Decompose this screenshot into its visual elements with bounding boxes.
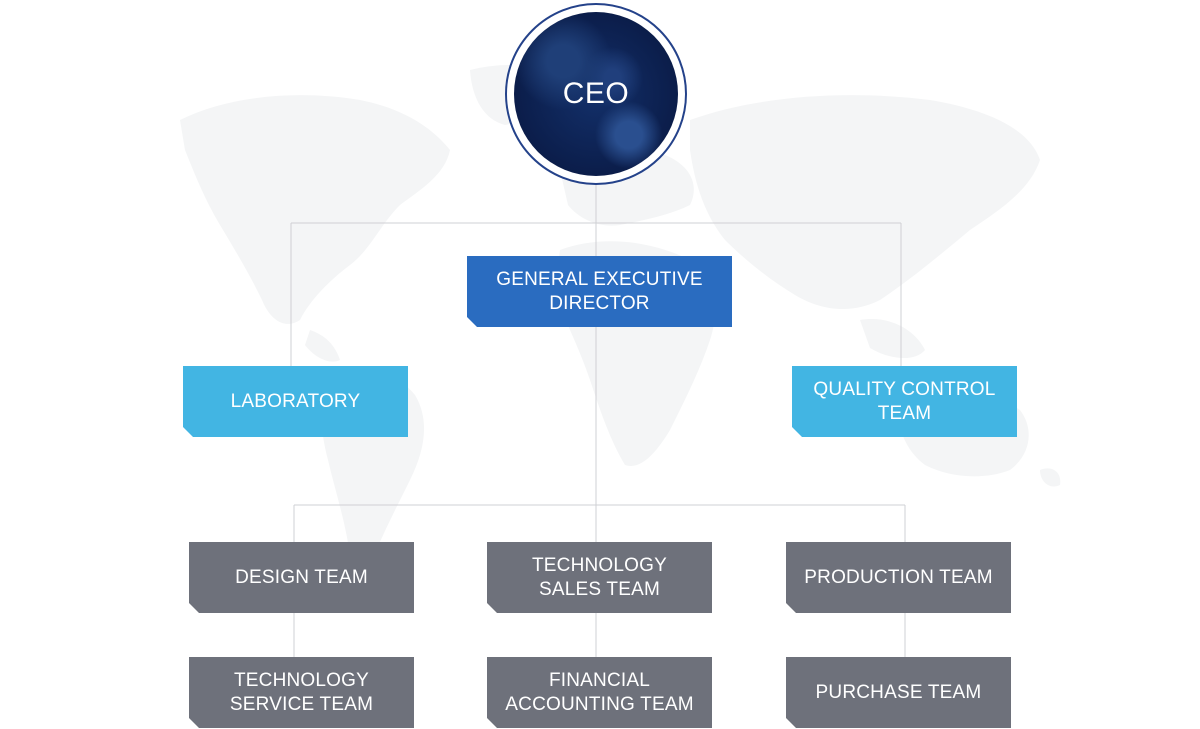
general-director-line1: GENERAL EXECUTIVE [496, 268, 703, 290]
financial-accounting-line1: FINANCIAL [548, 669, 651, 691]
quality-control-team-node: QUALITY CONTROL TEAM [792, 366, 1017, 437]
financial-accounting-line2: ACCOUNTING TEAM [505, 693, 694, 715]
technology-service-line2: SERVICE TEAM [229, 693, 374, 715]
purchase-team-node: PURCHASE TEAM [786, 657, 1011, 728]
purchase-team-label: PURCHASE TEAM [815, 681, 982, 703]
quality-control-line1: QUALITY CONTROL [813, 378, 996, 400]
technology-sales-line2: SALES TEAM [539, 578, 660, 600]
laboratory-node: LABORATORY [183, 366, 408, 437]
ceo-badge-image: CEO [514, 12, 678, 176]
laboratory-label: LABORATORY [230, 390, 361, 412]
ceo-label: CEO [562, 77, 630, 110]
general-executive-director-node: GENERAL EXECUTIVE DIRECTOR [467, 256, 732, 327]
design-team-label: DESIGN TEAM [235, 566, 368, 588]
technology-sales-line1: TECHNOLOGY [531, 554, 668, 576]
general-director-line2: DIRECTOR [549, 292, 650, 314]
production-team-label: PRODUCTION TEAM [804, 566, 993, 588]
production-team-node: PRODUCTION TEAM [786, 542, 1011, 613]
technology-service-team-node: TECHNOLOGY SERVICE TEAM [189, 657, 414, 728]
quality-control-line2: TEAM [877, 402, 932, 424]
technology-service-line1: TECHNOLOGY [233, 669, 370, 691]
technology-sales-team-node: TECHNOLOGY SALES TEAM [487, 542, 712, 613]
financial-accounting-team-node: FINANCIAL ACCOUNTING TEAM [487, 657, 712, 728]
design-team-node: DESIGN TEAM [189, 542, 414, 613]
ceo-node: CEO [505, 3, 687, 185]
